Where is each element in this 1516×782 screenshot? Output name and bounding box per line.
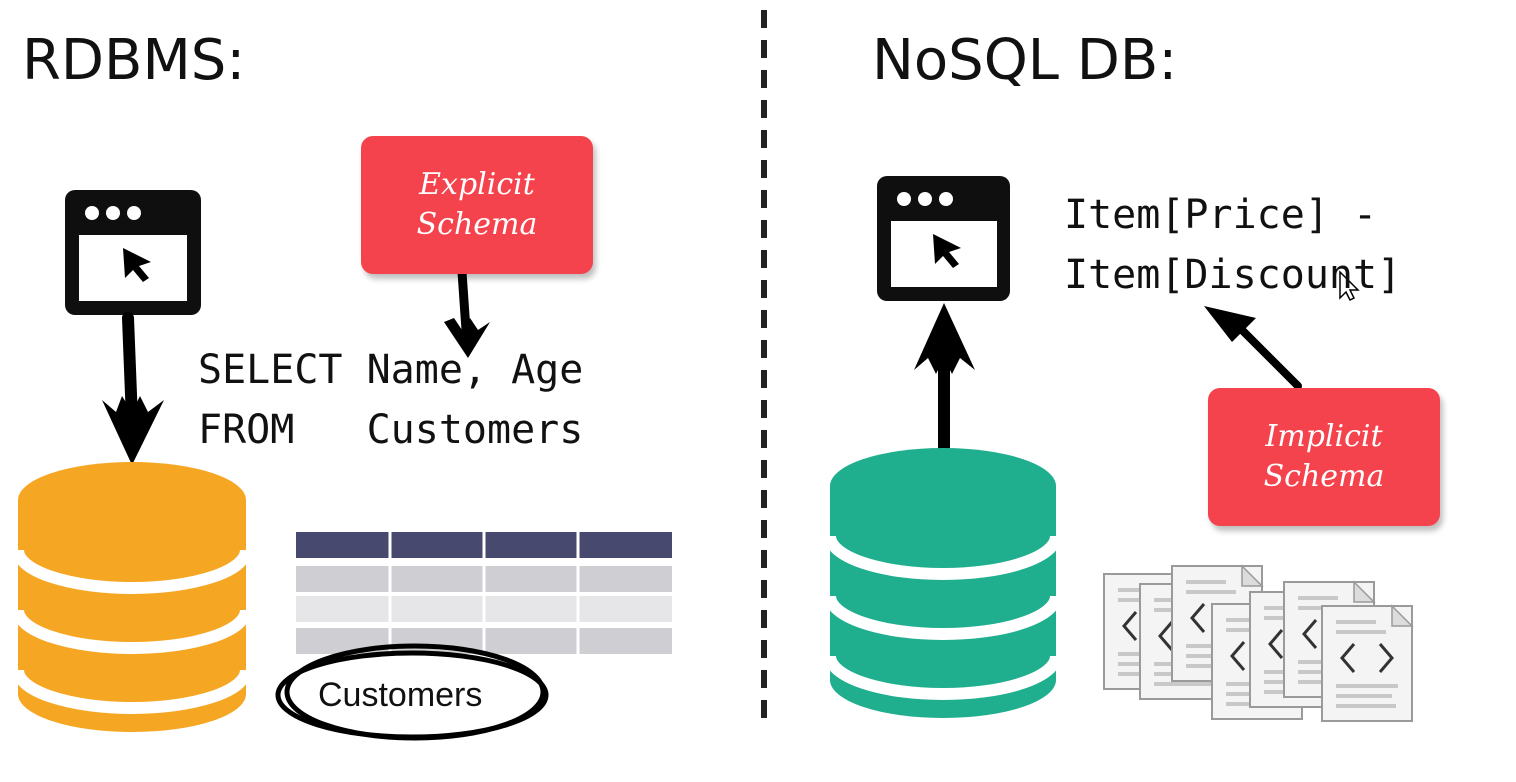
customers-table-caption: Customers [318, 676, 483, 714]
explicit-schema-label: Explicit Schema [361, 136, 593, 274]
nosql-title: NoSQL DB: [872, 28, 1178, 93]
rdbms-title: RDBMS: [22, 28, 246, 93]
document-code-icon [1102, 564, 1414, 723]
app-window-icon [877, 176, 1010, 301]
schema-arrow [444, 267, 490, 358]
app-window-icon [65, 190, 201, 315]
relational-database-icon [12, 462, 252, 732]
implicit-schema-label: Implicit Schema [1208, 388, 1440, 526]
caption-scribble [275, 643, 549, 741]
schema-arrow [1204, 306, 1302, 390]
nosql-database-icon [824, 448, 1062, 718]
sql-query-text: SELECT Name, Age FROM Customers [198, 347, 584, 453]
query-arrow [914, 303, 975, 456]
mouse-cursor-icon [1339, 270, 1360, 302]
customers-table-icon [296, 532, 672, 660]
query-arrow [102, 312, 164, 465]
nosql-expression-text: Item[Price] - Item[Discount] [1064, 192, 1402, 298]
